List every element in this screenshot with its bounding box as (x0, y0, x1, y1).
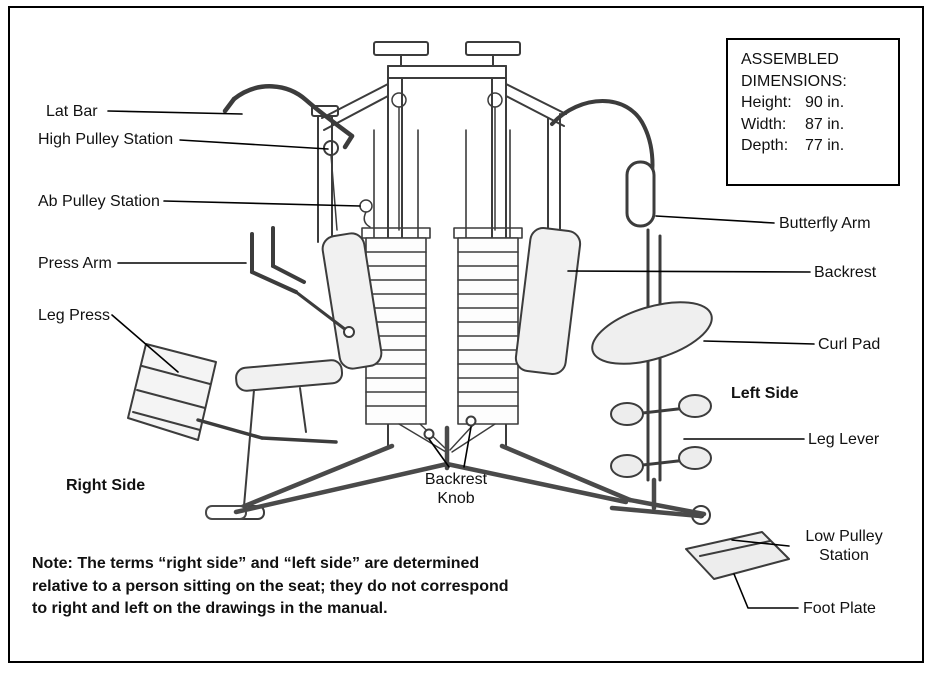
label-leg-press: Leg Press (38, 307, 111, 324)
dimension-row-width: Width: 87 in. (741, 114, 898, 136)
leader-foot-plate (733, 573, 799, 609)
dimension-value: 90 in. (805, 94, 845, 111)
leader-backrest (567, 270, 811, 273)
backrest-knob-shapes (423, 415, 477, 440)
note-text: Note: The terms “right side” and “left s… (32, 553, 509, 621)
right-station-seat (223, 232, 383, 520)
ab-pulley-wheel (359, 199, 373, 213)
leader-backrest-knob-right (463, 426, 472, 468)
butterfly-grip (625, 160, 656, 228)
label-backrest-knob-line2: Knob (437, 490, 475, 508)
label-low-pulley-line2: Station (819, 547, 869, 565)
weight-stacks (361, 129, 523, 425)
dimension-label: Width: (741, 115, 787, 133)
leader-ab-pulley (163, 200, 361, 207)
leg-lever-shape (610, 394, 712, 478)
leader-low-pulley (731, 539, 790, 547)
label-high-pulley-station: High Pulley Station (38, 131, 174, 148)
label-ab-pulley-station: Ab Pulley Station (38, 193, 160, 210)
dimension-label: Depth: (741, 137, 789, 154)
assembled-dimensions-box: ASSEMBLED DIMENSIONS: Height: 90 in. Widt… (726, 38, 900, 186)
dimension-row-depth: Depth: 77 in. (741, 135, 898, 157)
dimension-value: 77 in. (805, 137, 845, 154)
dimension-row-height: Height: 90 in. (741, 92, 898, 114)
lat-bar-shape (222, 84, 355, 150)
press-arm-shape (250, 226, 355, 338)
label-leg-lever: Leg Lever (808, 431, 880, 448)
dimension-label: Height: (741, 94, 792, 111)
note-line2: relative to a person sitting on the seat… (32, 577, 509, 595)
leader-high-pulley (179, 139, 329, 150)
curl-pad-shape (591, 301, 713, 365)
label-low-pulley-line1: Low Pulley (805, 528, 883, 545)
leader-leg-press (111, 314, 179, 373)
base-frame (205, 425, 707, 520)
note-line3: to right and left on the drawings in the… (32, 600, 388, 617)
dimensions-title-line1: ASSEMBLED (741, 51, 839, 68)
note-line1: Note: The terms “right side” and “left s… (32, 555, 480, 572)
leader-lines (107, 110, 815, 609)
leader-lat-bar (107, 110, 243, 115)
dimensions-title-line2: DIMENSIONS: (741, 72, 847, 90)
label-lat-bar: Lat Bar (46, 103, 98, 120)
pulleys-and-cables (330, 92, 503, 231)
label-right-side: Right Side (66, 477, 146, 494)
high-pulley-mast (311, 105, 339, 243)
seat-pad (235, 359, 344, 392)
label-low-pulley-station: Low Pulley Station (793, 527, 895, 565)
label-backrest-knob-line1: Backrest (424, 471, 488, 488)
label-foot-plate: Foot Plate (803, 600, 876, 617)
butterfly-mast (547, 113, 561, 233)
leg-press-shape (127, 343, 338, 444)
backrest-pad (514, 226, 582, 376)
right-station-backrest-pad (321, 232, 383, 370)
dimension-value: 87 in. (805, 115, 845, 133)
page-border (8, 6, 924, 663)
label-curl-pad: Curl Pad (818, 336, 881, 353)
label-press-arm: Press Arm (38, 255, 112, 272)
leader-butterfly-arm (655, 215, 775, 224)
label-backrest: Backrest (814, 264, 877, 281)
label-left-side: Left Side (731, 385, 799, 402)
label-backrest-knob: Backrest Knob (408, 470, 504, 508)
label-butterfly-arm: Butterfly Arm (779, 215, 871, 232)
leader-curl-pad (703, 340, 815, 345)
leader-backrest-knob-left (428, 438, 450, 468)
